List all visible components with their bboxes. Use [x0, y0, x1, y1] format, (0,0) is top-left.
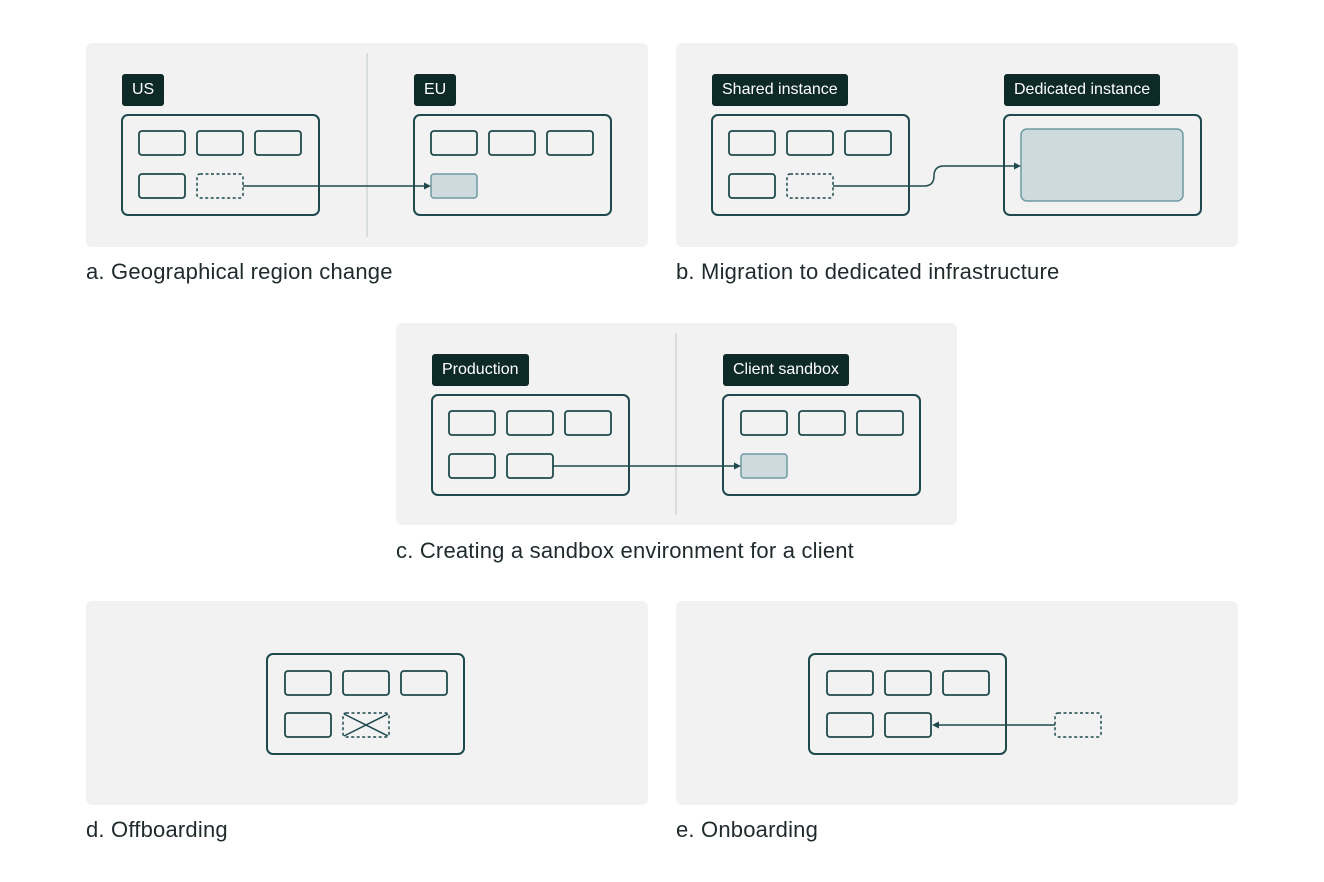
- copied-cell: [740, 453, 788, 479]
- data-cell: [430, 130, 478, 156]
- data-cell: [728, 130, 776, 156]
- dedicated-tenant-block: [1020, 128, 1184, 202]
- panel-c: Production Client sandbox: [396, 323, 957, 525]
- panel-e-diagram: [808, 653, 1102, 755]
- panel-e: [676, 601, 1238, 805]
- moved-cell-placeholder: [786, 173, 834, 199]
- caption-a: a. Geographical region change: [86, 259, 393, 284]
- data-cell: [138, 130, 186, 156]
- client-sandbox-tag: Client sandbox: [723, 354, 849, 386]
- client-sandbox-box: [722, 394, 921, 496]
- migration-arrow: [833, 165, 1015, 187]
- arrow-head: [932, 721, 939, 729]
- production-tag: Production: [432, 354, 529, 386]
- data-cell: [856, 410, 904, 436]
- data-cell: [448, 453, 496, 479]
- shared-instance-tag: Shared instance: [712, 74, 848, 106]
- data-cell: [254, 130, 302, 156]
- panel-b-diagram: [711, 114, 1202, 216]
- panel-a: US EU: [86, 43, 648, 247]
- data-cell: [284, 712, 332, 738]
- data-cell: [196, 130, 244, 156]
- data-cell: [138, 173, 186, 199]
- instance-box: [808, 653, 1007, 755]
- data-cell: [844, 130, 892, 156]
- panel-c-diagram: [431, 333, 921, 515]
- shared-instance-box: [711, 114, 910, 216]
- data-cell: [826, 712, 874, 738]
- data-cell: [728, 173, 776, 199]
- data-cell: [506, 410, 554, 436]
- data-cell: [342, 670, 390, 696]
- panel-d: [86, 601, 648, 805]
- incoming-cell: [1054, 712, 1102, 738]
- data-cell: [284, 670, 332, 696]
- arrow-head: [1014, 162, 1021, 170]
- data-cell: [740, 410, 788, 436]
- data-cell: [798, 410, 846, 436]
- panel-b: Shared instance Dedicated instance: [676, 43, 1238, 247]
- data-cell: [564, 410, 612, 436]
- data-cell: [546, 130, 594, 156]
- onboarded-cell: [884, 712, 932, 738]
- panel-a-diagram: [121, 53, 612, 237]
- caption-b: b. Migration to dedicated infrastructure: [676, 259, 1060, 284]
- data-cell: [786, 130, 834, 156]
- region-tag-eu: EU: [414, 74, 457, 106]
- data-cell: [448, 410, 496, 436]
- arrow-head: [424, 182, 431, 190]
- data-cell: [488, 130, 536, 156]
- caption-d: d. Offboarding: [86, 817, 228, 842]
- production-box: [431, 394, 630, 496]
- source-cell: [506, 453, 554, 479]
- caption-c: c. Creating a sandbox environment for a …: [396, 538, 854, 563]
- region-tag-us: US: [122, 74, 165, 106]
- moved-cell-placeholder: [196, 173, 244, 199]
- data-cell: [400, 670, 448, 696]
- dedicated-instance-tag: Dedicated instance: [1004, 74, 1161, 106]
- caption-e: e. Onboarding: [676, 817, 819, 842]
- data-cell: [884, 670, 932, 696]
- eu-instance-box: [413, 114, 612, 216]
- data-cell: [942, 670, 990, 696]
- dedicated-instance-box: [1003, 114, 1202, 216]
- removed-cross: [343, 713, 389, 737]
- data-cell: [826, 670, 874, 696]
- us-instance-box: [121, 114, 320, 216]
- panel-d-diagram: [266, 653, 465, 755]
- instance-box: [266, 653, 465, 755]
- arrow-head: [734, 462, 741, 470]
- moved-cell: [430, 173, 478, 199]
